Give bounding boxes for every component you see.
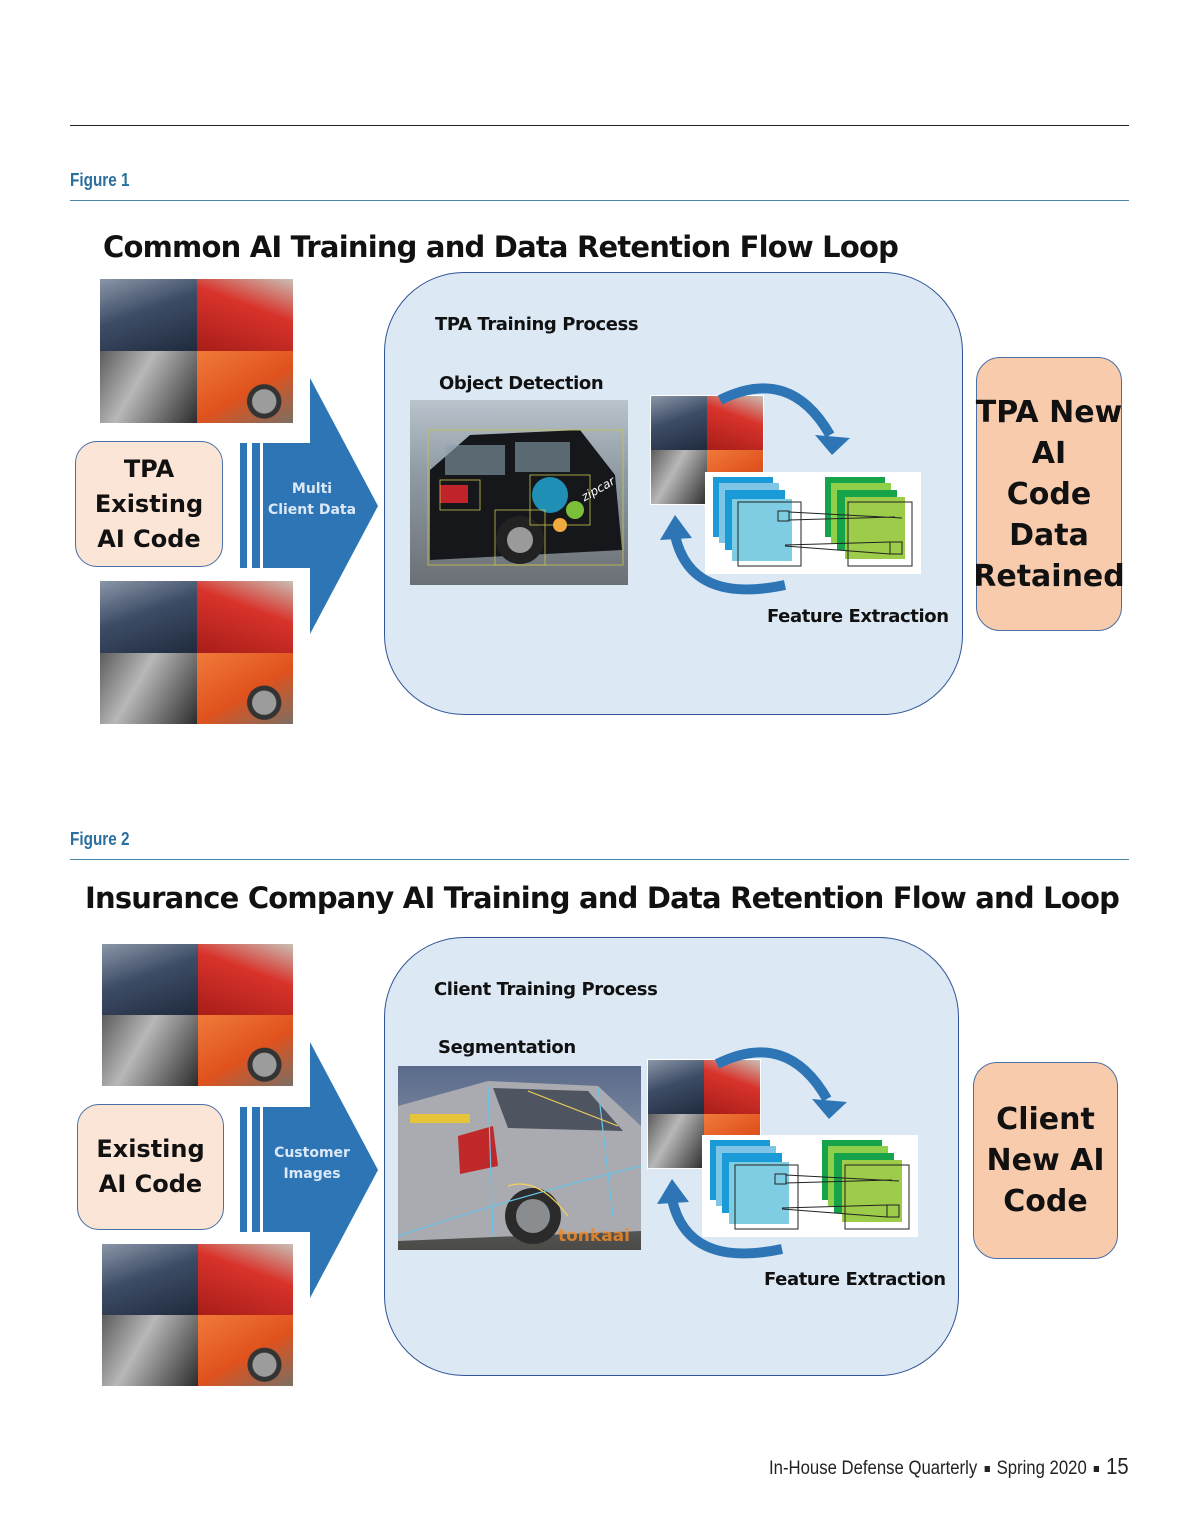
feature-maps-diagram	[702, 1135, 918, 1237]
process-title: Client Training Process	[434, 979, 658, 1000]
figure-2-title: Insurance Company AI Training and Data R…	[85, 881, 1120, 915]
training-loop-arrows	[657, 1047, 847, 1259]
car-damage-collage-bottom	[102, 1244, 293, 1386]
page-footer: In-House Defense Quarterly Spring 2020 15	[769, 1453, 1129, 1480]
figure-2-label: Figure 2	[70, 829, 130, 849]
publication-name: In-House Defense Quarterly	[769, 1458, 978, 1479]
separator-icon	[1094, 1465, 1100, 1472]
figure-1-title: Common AI Training and Data Retention Fl…	[103, 230, 899, 264]
segmentation-photo: tonkaai	[398, 1066, 641, 1250]
photo-watermark-text: tonkaai	[558, 1226, 630, 1246]
data-flow-arrow	[240, 1042, 378, 1298]
figure-1-label: Figure 1	[70, 170, 130, 190]
feature-extraction-label: Feature Extraction	[764, 1269, 946, 1290]
segmentation-label: Segmentation	[438, 1037, 576, 1058]
top-rule	[70, 125, 1129, 126]
figure-2: Insurance Company AI Training and Data R…	[0, 0, 1200, 1386]
feature-maps-diagram	[705, 472, 921, 574]
car-damage-collage-top	[100, 279, 293, 423]
data-flow-arrow	[240, 378, 378, 634]
process-title: TPA Training Process	[435, 314, 639, 335]
training-loop-arrows	[660, 383, 850, 595]
figure-1: Common AI Training and Data Retention Fl…	[0, 0, 1200, 724]
car-damage-collage-bottom	[100, 581, 293, 724]
figure-2-rule	[70, 859, 1129, 860]
page-number: 15	[1106, 1453, 1129, 1479]
car-damage-collage-top	[102, 944, 293, 1086]
object-detection-label: Object Detection	[439, 373, 604, 394]
feature-extraction-label: Feature Extraction	[767, 606, 949, 627]
object-detection-photo: zipcar	[410, 400, 628, 585]
separator-icon	[984, 1465, 990, 1472]
figure-1-rule	[70, 200, 1129, 201]
issue-date: Spring 2020	[996, 1458, 1088, 1479]
